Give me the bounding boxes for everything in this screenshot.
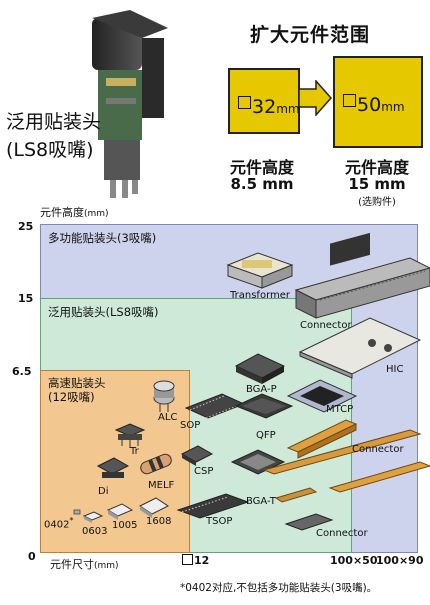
size-50-box: 50mm <box>333 56 423 148</box>
label-di: Di <box>98 486 109 497</box>
square-icon <box>182 554 193 565</box>
height-label-small: 元件高度 <box>229 158 294 177</box>
label-csp: CSP <box>194 466 214 477</box>
size-32-value: 32mm <box>238 96 300 118</box>
x-axis-title: 元件尺寸(mm) <box>50 558 119 571</box>
size-32-box: 32mm <box>228 68 300 134</box>
label-connector-top: Connector <box>300 320 352 331</box>
arrow-right-icon <box>298 80 332 116</box>
label-hic: HIC <box>386 364 404 375</box>
header-title: 扩大元件范围 <box>250 24 371 46</box>
label-tsop: TSOP <box>206 516 233 527</box>
label-bga-p: BGA-P <box>246 384 277 395</box>
origin-label: 0 <box>28 550 36 563</box>
transformer-shape <box>226 252 294 289</box>
hic-shape <box>298 232 422 379</box>
label-qfp: QFP <box>256 430 276 441</box>
height-value-small: 8.5 mm <box>230 175 294 193</box>
bga-t-shape <box>274 487 318 503</box>
connector-mid-shape <box>262 419 430 493</box>
qfp-shape <box>234 393 294 419</box>
size-50-value: 50mm <box>343 94 405 116</box>
tsop-shape <box>176 493 250 519</box>
tr-shape <box>114 423 146 448</box>
label-connector-bottom: Connector <box>316 528 368 539</box>
height-value-large: 15 mm <box>348 175 406 193</box>
label-bga-t: BGA-T <box>246 496 276 507</box>
region-label-multifunction: 多功能贴装头(3吸嘴) <box>48 231 157 245</box>
connector-top-shape <box>294 257 430 319</box>
region-label-highspeed: 高速贴装头 (12吸嘴) <box>48 376 106 404</box>
y-tick-6-5: 6.5 <box>12 365 32 378</box>
chip-1608-shape <box>139 497 169 518</box>
connector-bottom-shape <box>284 513 334 531</box>
y-axis-title: 元件高度(mm) <box>40 206 109 219</box>
csp-shape <box>180 445 214 466</box>
placement-head-illustration <box>92 10 168 198</box>
chip-0402-shape <box>73 509 81 515</box>
label-1005: 1005 <box>112 520 138 531</box>
label-1608: 1608 <box>146 516 172 527</box>
square-icon <box>343 94 356 107</box>
label-tr: Tr <box>130 446 139 457</box>
chip-0603-shape <box>82 511 104 523</box>
label-0603: 0603 <box>82 526 108 537</box>
general-head-name: 泛用贴装头 (LS8吸嘴) <box>6 111 102 161</box>
label-mtcp: MTCP <box>326 404 354 415</box>
label-melf: MELF <box>148 480 175 491</box>
x-tick-100x50: 100×50 <box>330 554 378 567</box>
square-icon <box>238 96 251 109</box>
optional-note: (选购件) <box>358 197 396 208</box>
footnote: *0402对应,不包括多功能贴装头(3吸嘴)。 <box>180 582 378 594</box>
region-label-general: 泛用贴装头(LS8吸嘴) <box>48 305 159 319</box>
bga-p-shape <box>234 353 286 384</box>
label-transformer: Transformer <box>230 290 291 301</box>
label-connector-mid: Connector <box>352 444 404 455</box>
melf-shape <box>140 453 172 475</box>
label-alc: ALC <box>158 412 178 423</box>
mtcp-shape <box>286 379 358 413</box>
chip-1005-shape <box>106 503 134 520</box>
label-0402: 0402* <box>44 516 74 531</box>
x-tick-12: 12 <box>182 554 209 567</box>
y-tick-25: 25 <box>18 220 34 233</box>
label-sop: SOP <box>180 420 201 431</box>
y-tick-15: 15 <box>18 292 34 305</box>
di-shape <box>96 457 130 478</box>
height-label-large: 元件高度 <box>344 158 409 177</box>
alc-shape <box>153 380 175 412</box>
x-tick-100x90: 100×90 <box>376 554 424 567</box>
